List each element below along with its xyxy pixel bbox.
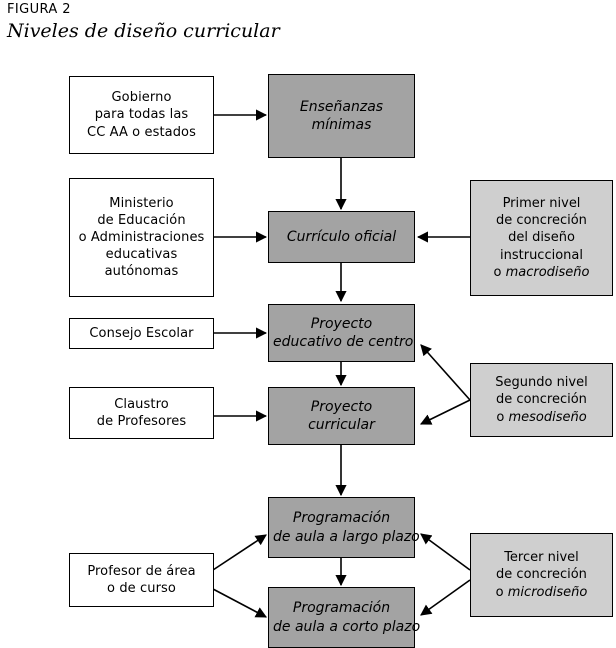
node-profesor-line-1: Profesor de área bbox=[87, 563, 196, 579]
node-primer-nivel-line-5-emphasis: macrodiseño bbox=[505, 264, 590, 280]
node-ministerio-line-5: autónomas bbox=[104, 264, 179, 280]
node-gobierno: Gobierno para todas las CC AA o estados bbox=[69, 76, 214, 154]
arrow-profesor-to-programacion-largo bbox=[212, 534, 267, 571]
node-proyecto-curricular-line-1: Proyecto bbox=[310, 398, 373, 415]
node-ministerio-line-3: o Administraciones bbox=[78, 229, 205, 245]
node-tercer-nivel-line-3-emphasis: microdiseño bbox=[507, 584, 588, 600]
node-tercer-nivel-line-2: de concreción bbox=[496, 567, 587, 583]
node-ensenanzas-minimas-line-1: Enseñanzas bbox=[299, 98, 384, 115]
node-programacion-largo-line-2: de aula a largo plazo bbox=[273, 528, 420, 545]
node-primer-nivel-line-5-prefix: o bbox=[493, 264, 506, 280]
node-tercer-nivel-line-3: o microdiseño bbox=[475, 584, 608, 601]
node-primer-nivel-line-3: del diseño bbox=[508, 230, 575, 246]
figure-title: Niveles de diseño curricular bbox=[7, 20, 280, 42]
node-programacion-largo-line-1: Programación bbox=[292, 510, 391, 527]
node-ministerio-line-2: de Educación bbox=[97, 212, 186, 228]
node-tercer-nivel: Tercer nivel de concreción o microdiseño bbox=[470, 533, 613, 617]
node-segundo-nivel-line-1: Segundo nivel bbox=[495, 375, 588, 391]
node-ministerio: Ministerio de Educación o Administracion… bbox=[69, 178, 214, 297]
arrow-segundo-nivel-to-proyecto-educativo bbox=[420, 344, 471, 401]
node-programacion-corto-line-2: de aula a corto plazo bbox=[273, 618, 421, 635]
node-curriculo-oficial: Currículo oficial bbox=[268, 211, 415, 263]
node-proyecto-educativo-line-1: Proyecto bbox=[310, 315, 373, 332]
node-programacion-largo-plazo: Programación de aula a largo plazo bbox=[268, 497, 420, 558]
node-primer-nivel-line-2: de concreción bbox=[496, 213, 587, 229]
node-claustro: Claustro de Profesores bbox=[69, 387, 214, 439]
node-ministerio-line-1: Ministerio bbox=[109, 195, 174, 211]
node-primer-nivel: Primer nivel de concreción del diseño in… bbox=[470, 180, 613, 296]
node-primer-nivel-line-1: Primer nivel bbox=[502, 196, 581, 212]
node-profesor: Profesor de área o de curso bbox=[69, 553, 214, 607]
node-segundo-nivel-line-3: o mesodiseño bbox=[475, 409, 608, 426]
figure-label: FIGURA 2 bbox=[7, 2, 71, 17]
node-claustro-line-1: Claustro bbox=[114, 396, 169, 412]
node-primer-nivel-line-4: instruccional bbox=[500, 247, 583, 263]
node-programacion-corto-line-1: Programación bbox=[292, 600, 391, 617]
node-ensenanzas-minimas: Enseñanzas mínimas bbox=[268, 74, 415, 158]
node-segundo-nivel: Segundo nivel de concreción o mesodiseño bbox=[470, 363, 613, 437]
arrow-segundo-nivel-to-proyecto-curricular bbox=[419, 399, 471, 425]
node-proyecto-educativo-de-centro: Proyecto educativo de centro bbox=[268, 304, 415, 362]
node-consejo-escolar-line-1: Consejo Escolar bbox=[89, 325, 194, 341]
arrow-tercer-nivel-to-programacion-largo bbox=[420, 533, 471, 571]
node-segundo-nivel-line-2: de concreción bbox=[496, 392, 587, 408]
node-consejo-escolar: Consejo Escolar bbox=[69, 318, 214, 349]
node-tercer-nivel-line-3-prefix: o bbox=[495, 584, 508, 600]
arrow-tercer-nivel-to-programacion-corto bbox=[420, 579, 471, 616]
node-curriculo-oficial-line-1: Currículo oficial bbox=[286, 228, 397, 245]
node-gobierno-line-3: CC AA o estados bbox=[87, 124, 196, 140]
node-ministerio-line-4: educativas bbox=[105, 247, 178, 263]
node-ensenanzas-minimas-line-2: mínimas bbox=[311, 117, 372, 133]
node-gobierno-line-1: Gobierno bbox=[111, 90, 172, 106]
node-proyecto-educativo-line-2: educativo de centro bbox=[273, 334, 414, 350]
node-gobierno-line-2: para todas las bbox=[94, 107, 189, 123]
node-segundo-nivel-line-3-emphasis: mesodiseño bbox=[508, 409, 587, 425]
node-primer-nivel-line-5: o macrodiseño bbox=[475, 264, 608, 281]
node-profesor-line-2: o de curso bbox=[107, 581, 176, 596]
node-proyecto-curricular: Proyecto curricular bbox=[268, 387, 415, 445]
arrow-profesor-to-programacion-corto bbox=[212, 588, 267, 618]
node-tercer-nivel-line-1: Tercer nivel bbox=[504, 550, 579, 566]
node-programacion-corto-plazo: Programación de aula a corto plazo bbox=[268, 587, 421, 648]
node-proyecto-curricular-line-2: curricular bbox=[308, 417, 375, 433]
node-segundo-nivel-line-3-prefix: o bbox=[496, 409, 509, 425]
node-claustro-line-2: de Profesores bbox=[96, 414, 187, 429]
